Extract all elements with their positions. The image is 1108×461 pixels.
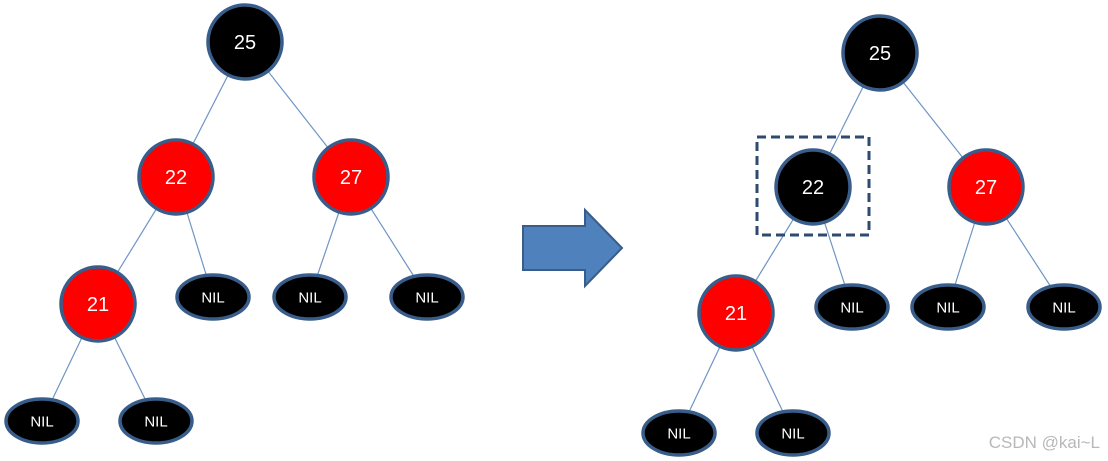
node-label: 22 [165, 167, 187, 189]
node-circle [774, 148, 852, 226]
tree-node-25: 25 [206, 3, 284, 81]
nil-node-shape [175, 273, 251, 321]
node-label: 21 [87, 294, 109, 316]
nil-leaf: NIL [814, 283, 890, 331]
node-circle [697, 274, 775, 352]
highlight-dashed-box [755, 135, 871, 237]
nil-node-shape [118, 397, 194, 445]
nil-leaf: NIL [755, 409, 831, 457]
nil-node-shape [814, 283, 890, 331]
nil-node-shape [4, 397, 80, 445]
node-label: NIL [30, 414, 53, 431]
nil-leaf: NIL [641, 409, 717, 457]
watermark: CSDN @kai~L [988, 433, 1100, 452]
tree-node-25: 25 [841, 14, 919, 92]
nil-leaf: NIL [389, 273, 465, 321]
nil-leaf: NIL [910, 283, 986, 331]
nil-leaf: NIL [175, 273, 251, 321]
node-circle [841, 14, 919, 92]
node-label: NIL [298, 290, 321, 307]
edges [678, 52, 1065, 434]
node-label: NIL [781, 426, 804, 443]
nil-leaf: NIL [118, 397, 194, 445]
nil-node-shape [1026, 283, 1102, 331]
node-label: 27 [340, 167, 362, 189]
node-circle [137, 138, 215, 216]
node-label: NIL [667, 426, 690, 443]
tree-node-21: 21 [59, 265, 137, 343]
node-circle [312, 138, 390, 216]
tree-node-27: 27 [947, 148, 1025, 226]
node-label: 22 [802, 177, 824, 199]
node-label: 25 [869, 43, 891, 65]
right-arrow-icon [522, 207, 624, 289]
tree-node-22: 22 [774, 148, 852, 226]
node-label: NIL [415, 290, 438, 307]
tree-node-21: 21 [697, 274, 775, 352]
node-label: 27 [975, 177, 997, 199]
nil-node-shape [389, 273, 465, 321]
nil-node-shape [910, 283, 986, 331]
nil-node-shape [755, 409, 831, 457]
tree-node-22: 22 [137, 138, 215, 216]
node-label: NIL [1052, 300, 1075, 317]
nil-leaf: NIL [4, 397, 80, 445]
node-label: NIL [936, 300, 959, 317]
node-circle [206, 3, 284, 81]
node-circle [947, 148, 1025, 226]
node-label: NIL [201, 290, 224, 307]
nil-leaf: NIL [272, 273, 348, 321]
tree-node-27: 27 [312, 138, 390, 216]
nil-leaf: NIL [1026, 283, 1102, 331]
nil-node-shape [641, 409, 717, 457]
node-label: NIL [144, 414, 167, 431]
node-circle [59, 265, 137, 343]
node-label: 25 [234, 32, 256, 54]
edges [41, 41, 428, 422]
node-label: NIL [840, 300, 863, 317]
node-label: 21 [725, 303, 747, 325]
nil-node-shape [272, 273, 348, 321]
